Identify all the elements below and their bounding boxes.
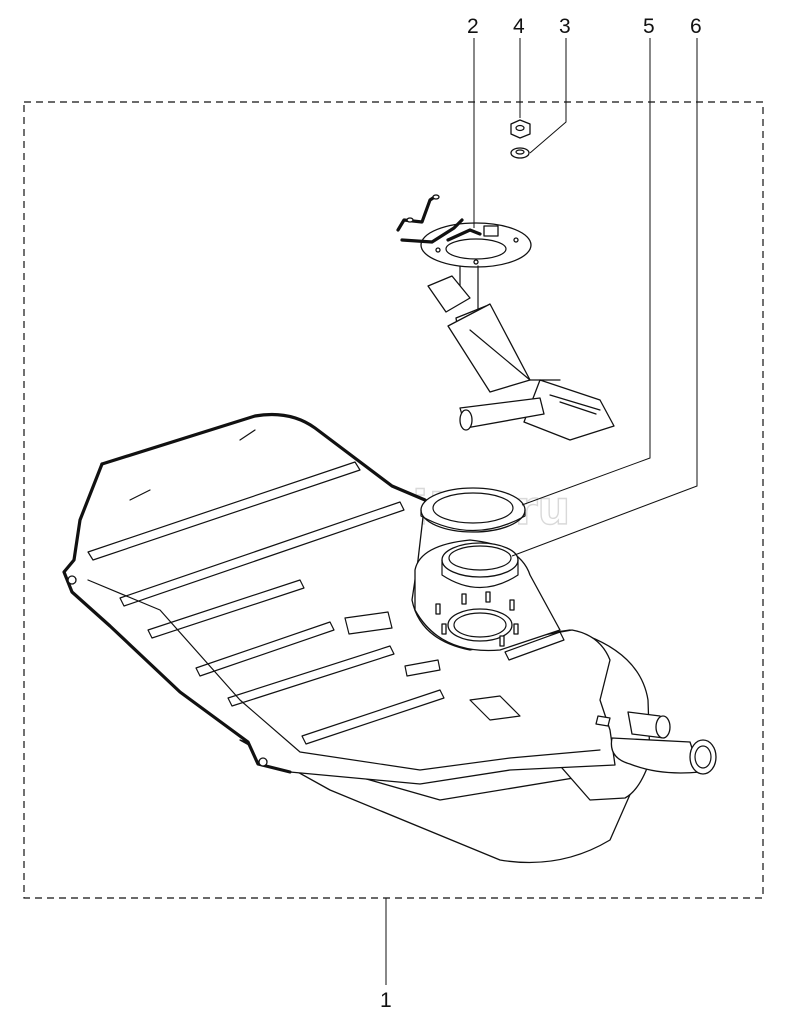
fuel-pump-module [396, 194, 615, 441]
tank-seal-gasket [420, 487, 526, 533]
boss-studs [435, 591, 519, 647]
callout-4: 4 [513, 15, 525, 38]
filler-neck [595, 711, 717, 775]
tank-flange [100, 412, 427, 502]
fuel-tank [62, 412, 717, 864]
callout-3: 3 [559, 15, 571, 38]
callout-1: 1 [380, 989, 392, 1012]
pump-flange [420, 222, 532, 268]
callout-6: 6 [690, 15, 702, 38]
washer [510, 147, 530, 159]
tank-ribs [87, 429, 565, 745]
locking-ring [441, 542, 519, 589]
nut [510, 119, 531, 139]
leader-lines [385, 38, 698, 985]
tank-flange-left [62, 462, 292, 774]
callout-5: 5 [643, 15, 655, 38]
mount-hole-bottom [258, 757, 268, 767]
mount-hole-left [67, 575, 77, 585]
callout-2: 2 [467, 15, 479, 38]
tank-flange-inner [87, 579, 601, 771]
